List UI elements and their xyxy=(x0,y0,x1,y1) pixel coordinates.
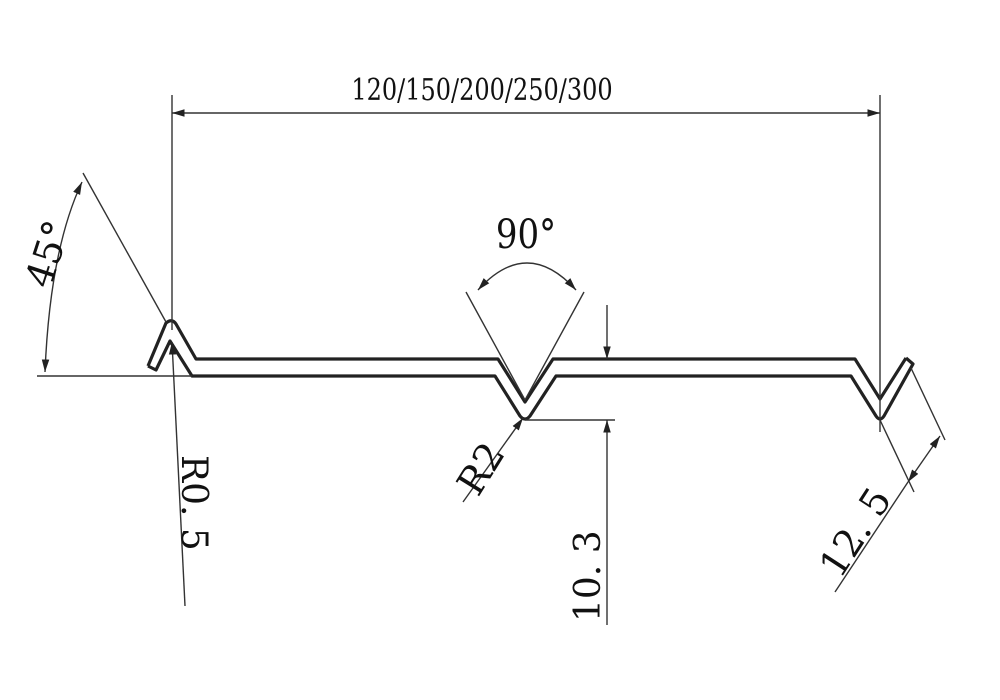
radius-small-leader xyxy=(168,341,186,607)
radius-v-leader xyxy=(462,417,524,503)
angle-90-arc xyxy=(477,262,577,291)
angle-45-arc xyxy=(41,181,83,373)
flange-leader xyxy=(834,481,909,593)
width-dimension-label: 120/150/200/250/300 xyxy=(351,73,612,107)
flange-extension-2 xyxy=(910,367,946,441)
angle-45-extension-line xyxy=(82,172,167,323)
flange-label: 12. 5 xyxy=(811,480,901,585)
radius-small-label: R0. 5 xyxy=(173,455,214,551)
flange-dimension-line xyxy=(907,435,941,483)
angle-90-extension-left xyxy=(465,291,526,401)
profile-top-line xyxy=(146,319,908,404)
angle-45-label: 45° xyxy=(17,215,80,293)
angle-90-extension-right xyxy=(524,291,585,401)
profile-bottom-line xyxy=(147,339,915,421)
angle-90-label: 90° xyxy=(496,211,556,257)
depth-label: 10. 3 xyxy=(568,530,609,622)
